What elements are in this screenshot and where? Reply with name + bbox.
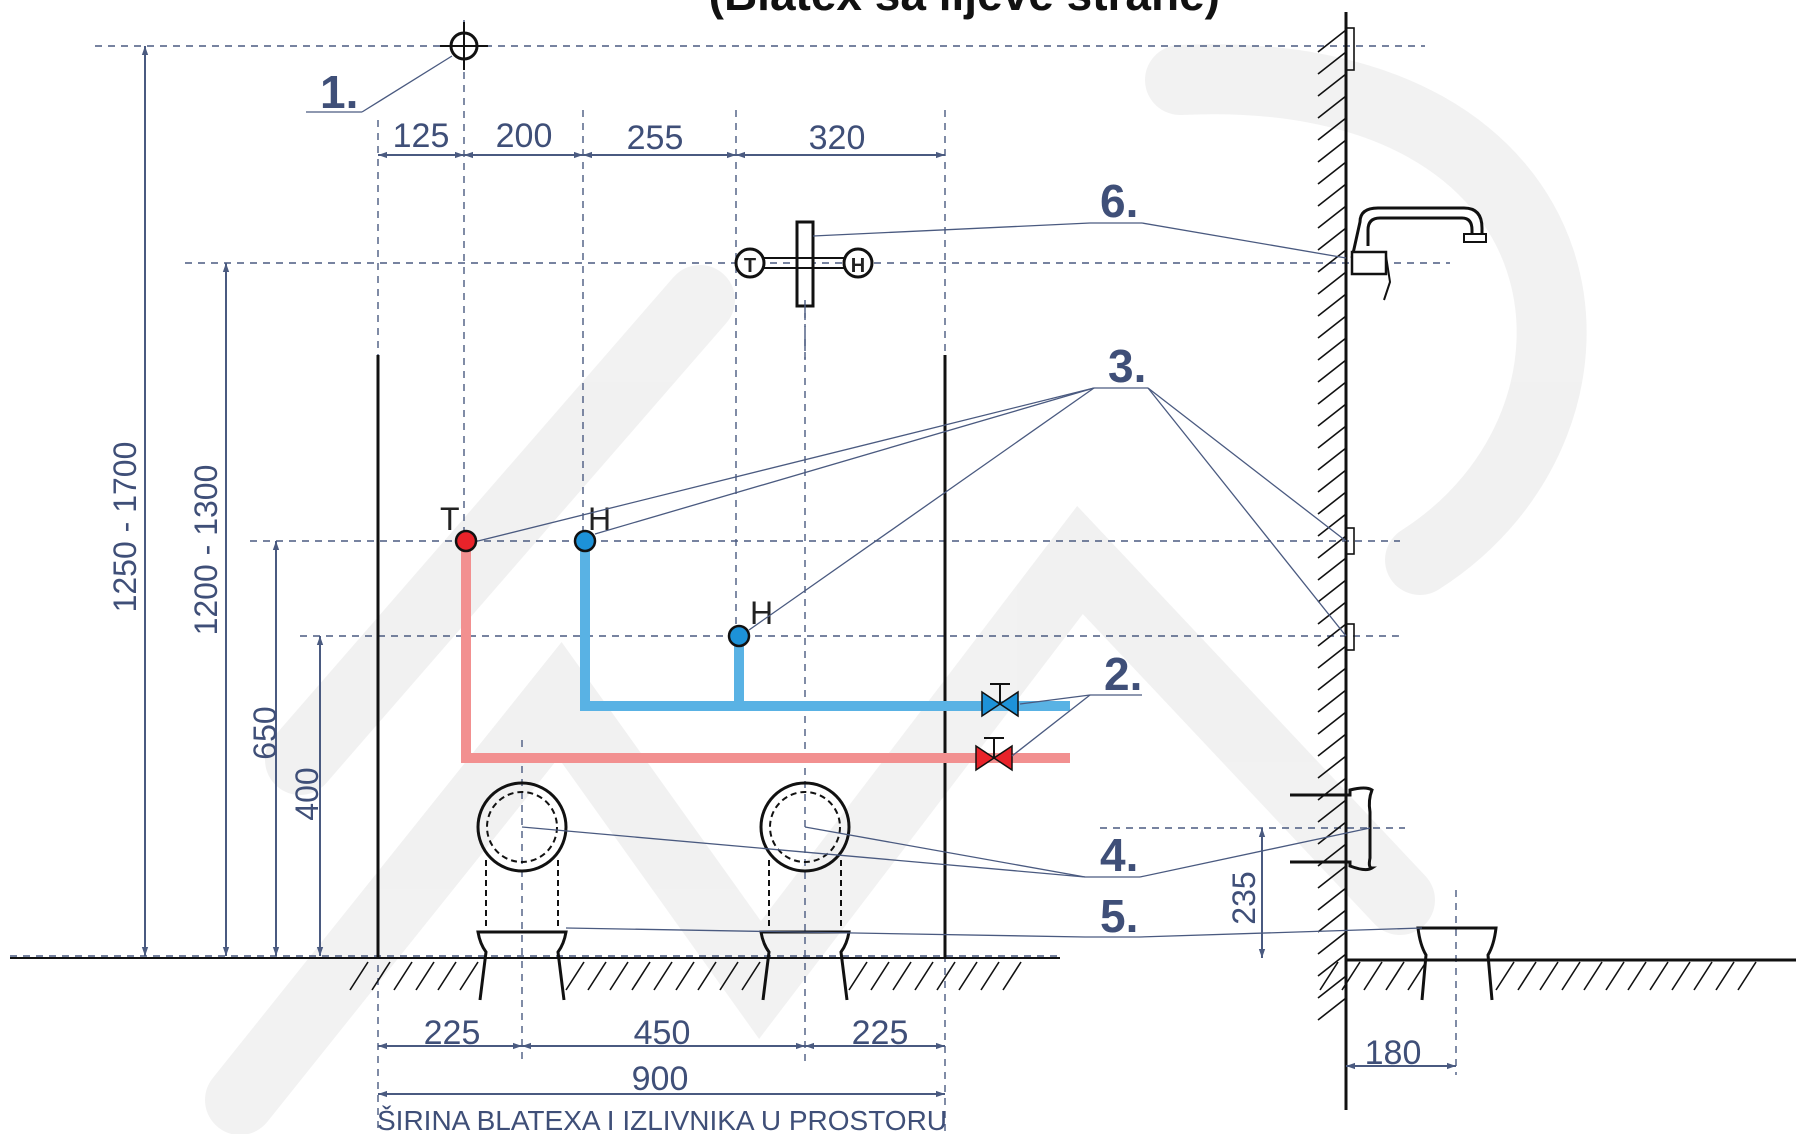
installation-frame <box>10 355 1060 959</box>
hot-water-pipe <box>461 541 1070 763</box>
dim-vertical-650: 650 <box>247 706 283 759</box>
dim-side-180: 180 <box>1365 1034 1422 1072</box>
drain-side-wall <box>1290 786 1377 872</box>
callout-2: 2. <box>1104 648 1142 700</box>
cold-connection-point <box>573 529 597 553</box>
width-caption: ŠIRINA BLATEXA I IZLIVNIKA U PROSTORU <box>377 1105 947 1134</box>
cold-lower-point-label: H <box>750 595 773 631</box>
cold-water-pipe <box>580 541 1070 711</box>
callout-5: 5. <box>1100 890 1138 942</box>
dim-bottom-900: 900 <box>632 1060 689 1098</box>
floor-hatch <box>349 961 1757 991</box>
cold-shutoff-valve <box>981 683 1019 718</box>
dim-bottom-225-right: 225 <box>852 1014 909 1052</box>
leader-lines <box>306 55 1423 938</box>
hot-connection-point <box>454 529 478 553</box>
drain-side-floor <box>1416 926 1498 1001</box>
callout-4: 4. <box>1100 829 1138 881</box>
bottom-dimension-lines <box>378 1042 1456 1098</box>
dim-top-255: 255 <box>627 119 684 157</box>
hot-shutoff-valve <box>975 737 1013 772</box>
faucet-side <box>1350 206 1487 301</box>
callout-3: 3. <box>1108 340 1146 392</box>
dim-top-125: 125 <box>393 117 450 155</box>
dim-top-320: 320 <box>809 119 866 157</box>
drain-pipe-left <box>476 781 568 1001</box>
guide-lines <box>10 20 1457 1134</box>
dim-bottom-225-left: 225 <box>424 1014 481 1052</box>
mixer-cold-label: H <box>851 255 865 277</box>
dim-vertical-1200-1300: 1200 - 1300 <box>188 465 224 636</box>
cold-connection-point-lower <box>727 624 751 648</box>
cold-point-label: H <box>588 501 611 537</box>
side-view-wall <box>1344 12 1796 1110</box>
callout-6: 6. <box>1100 175 1138 227</box>
dim-vertical-235: 235 <box>1226 871 1262 924</box>
mixer-hot-label: T <box>744 255 756 277</box>
dim-bottom-450: 450 <box>634 1014 691 1052</box>
dim-top-200: 200 <box>496 117 553 155</box>
dim-vertical-400: 400 <box>289 767 325 820</box>
callout-1: 1. <box>320 66 358 118</box>
diagram-title: (Blatex sa lijeve strane) <box>709 0 1220 20</box>
crosshair-symbol <box>440 22 488 70</box>
dim-vertical-1250-1700: 1250 - 1700 <box>107 442 143 613</box>
vertical-dimension-lines <box>141 46 1266 958</box>
watermark-logo <box>205 44 1587 1134</box>
hot-point-label: T <box>440 501 460 537</box>
wall-hatch <box>1317 29 1347 1021</box>
